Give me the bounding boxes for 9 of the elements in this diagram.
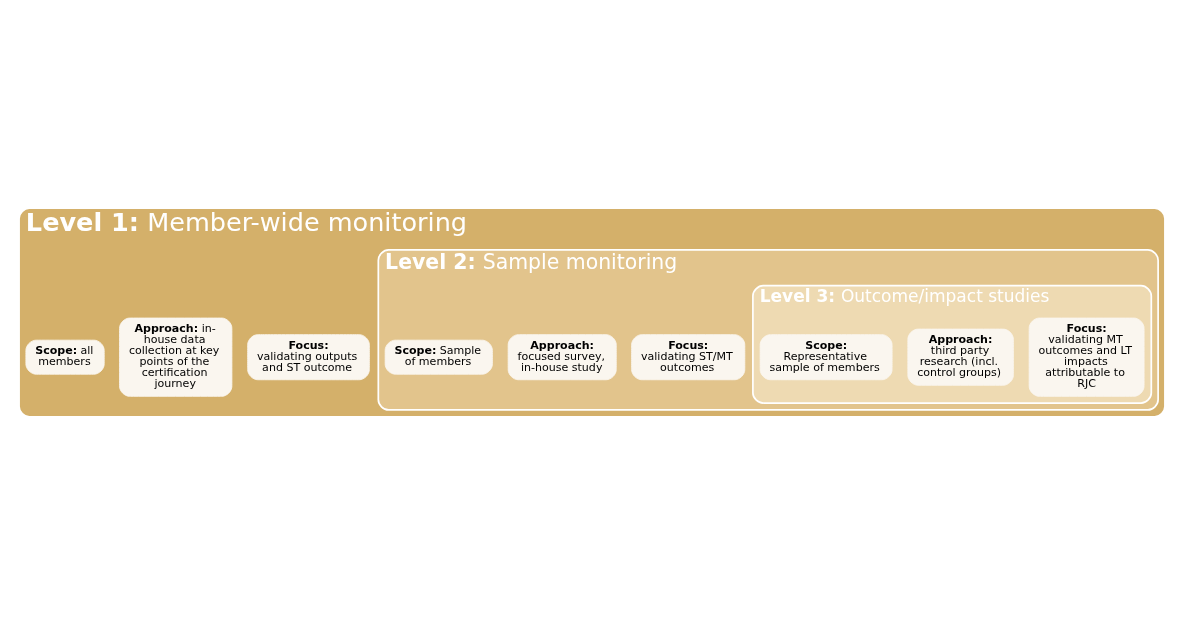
node-box: Scope: all members <box>25 339 105 375</box>
node-box: Scope: Representative sample of members <box>759 334 893 381</box>
node-box: Approach: focused survey, in-house study <box>507 334 617 381</box>
node-box: Approach: third party research (incl. control groups) <box>907 328 1014 386</box>
node-box: Focus: validating outputs and ST outcome <box>247 334 370 381</box>
node-box: Scope: Sample of members <box>384 339 493 375</box>
node-box: Focus: validating ST/MT outcomes <box>631 334 746 381</box>
node-box: Focus: validating MT outcomes and LT impacts attributable to RJC <box>1028 317 1145 397</box>
node-box: Approach: in-house data collection at key points of the certification journey <box>119 317 233 397</box>
